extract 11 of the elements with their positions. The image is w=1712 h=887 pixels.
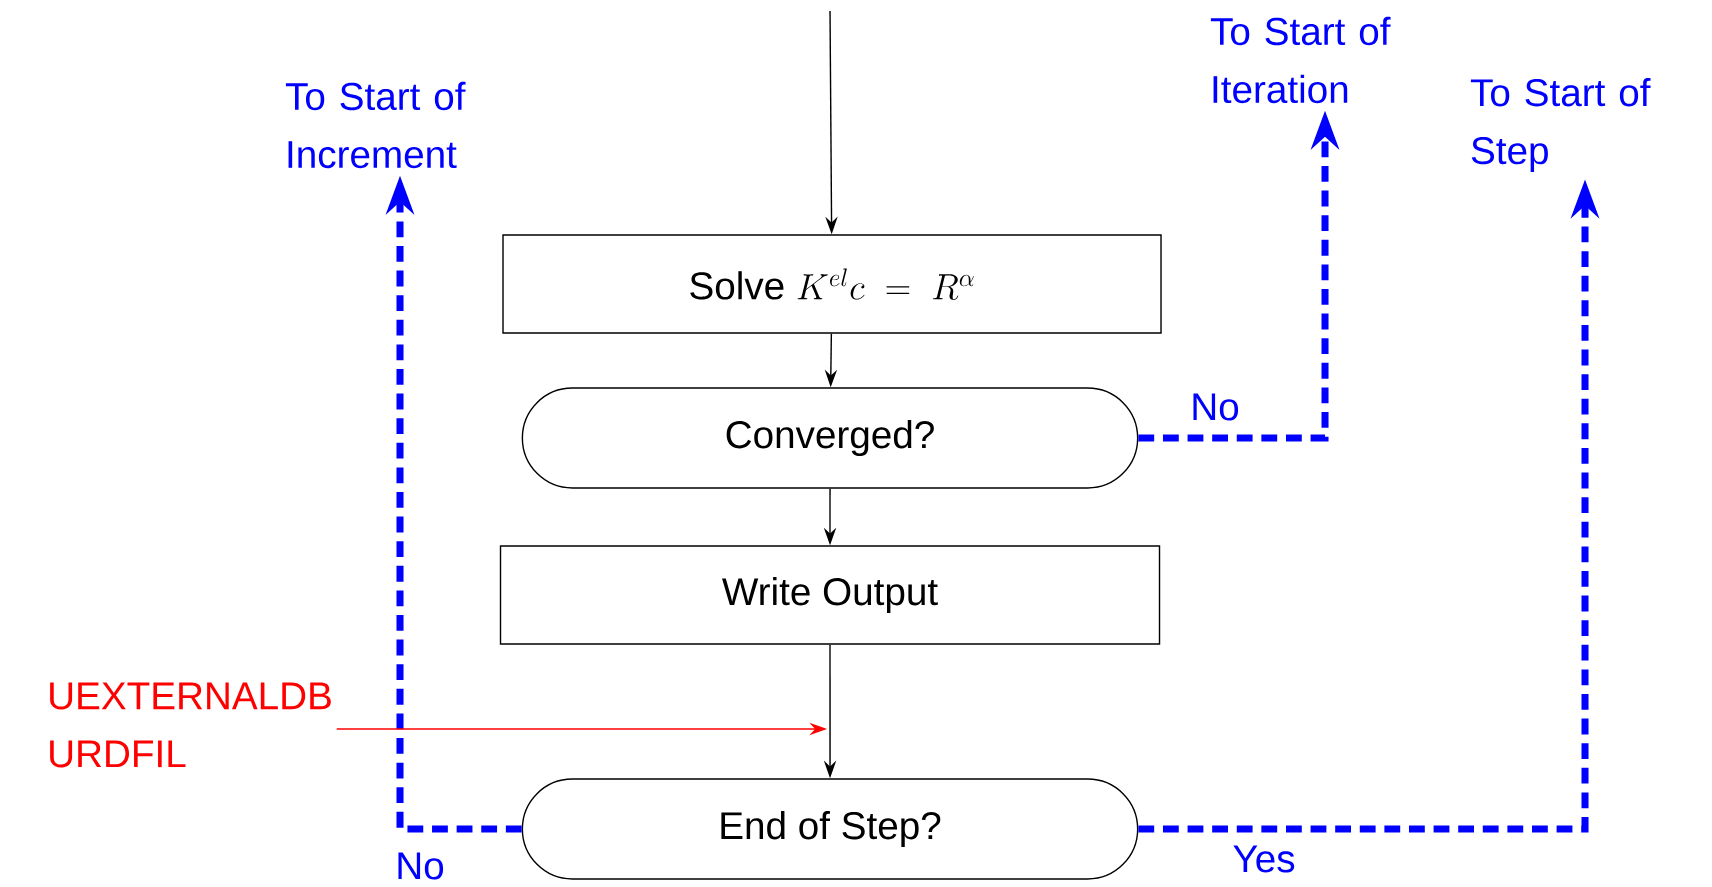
process-box: Solve $K^{el}c\;=\;R^{\alpha}$ [502,234,1162,334]
process-box: Write Output [499,545,1161,645]
target-label: To Start of Increment [285,81,466,169]
subroutine-label: UEXTERNALDB URDFIL [50,682,331,768]
decision-terminal: Converged? [521,387,1139,489]
edge-label: No [393,850,447,882]
decision-terminal: End of Step? [521,778,1139,880]
target-label: To Start of Step [1470,78,1651,172]
edge-label: Yes [1230,843,1298,875]
edge-label: No [1188,391,1242,423]
target-label: To Start of Iteration [1210,16,1391,104]
